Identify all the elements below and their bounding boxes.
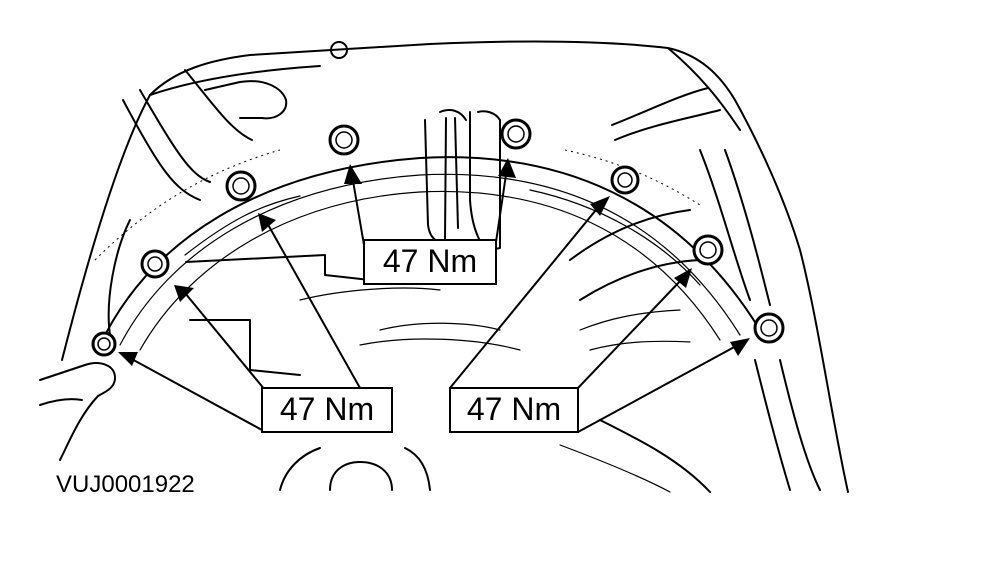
torque-label: 47 Nm	[383, 243, 477, 279]
hand-illustration	[39, 362, 116, 461]
bolt-icon	[500, 118, 532, 150]
reference-code: VUJ0001922	[56, 471, 195, 498]
torque-label: 47 Nm	[280, 391, 374, 427]
housing-outline	[61, 40, 849, 493]
bolt-icon	[140, 249, 170, 279]
arrow-icon	[590, 196, 610, 216]
arrow-icon	[174, 285, 194, 302]
bolt-icon	[225, 170, 257, 202]
arrow-icon	[730, 338, 750, 356]
torque-callout-left: 47 Nm	[261, 387, 393, 433]
arrowheads	[118, 158, 750, 366]
torque-label: 47 Nm	[467, 391, 561, 427]
arrow-icon	[344, 164, 362, 184]
torque-callout-right: 47 Nm	[449, 387, 579, 433]
arrow-icon	[674, 268, 692, 288]
arrow-icon	[498, 158, 516, 178]
arrow-icon	[258, 213, 276, 232]
bolt-icon	[91, 331, 117, 357]
leader-lines	[127, 167, 739, 433]
arrow-icon	[118, 352, 138, 366]
torque-callout-center: 47 Nm	[363, 239, 497, 285]
bolt-icon	[692, 234, 724, 266]
bolts	[91, 118, 785, 357]
bolt-icon	[328, 124, 360, 156]
bolt-icon	[753, 312, 785, 344]
bolt-icon	[610, 165, 640, 195]
